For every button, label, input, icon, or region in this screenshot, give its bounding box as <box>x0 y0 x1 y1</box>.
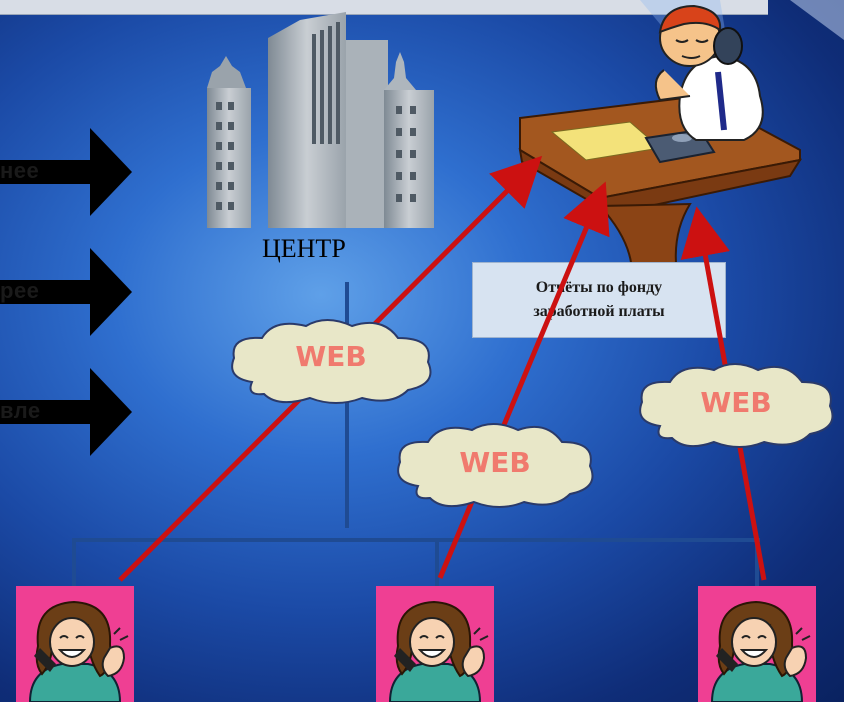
cloud-icon <box>397 423 594 508</box>
arrow-3 <box>0 368 132 456</box>
center-label: ЦЕНТР <box>262 234 346 263</box>
arrow-1 <box>0 128 132 216</box>
woman-on-phone-middle-icon <box>376 586 494 702</box>
arrow-label-2: рее <box>0 278 40 303</box>
payroll-reports-callout: Отчёты по фонду заработной платы <box>472 262 726 338</box>
arrow-label-3: вле <box>0 398 41 423</box>
arrow-label-1: нее <box>0 158 40 183</box>
woman-on-phone-left-icon <box>16 586 134 702</box>
web-label-right: WEB <box>700 386 772 419</box>
web-cloud-left: WEB <box>222 312 440 408</box>
callout-line-2: заработной платы <box>533 303 665 320</box>
cloud-icon <box>639 363 834 448</box>
top-bar <box>0 0 768 15</box>
web-cloud-middle: WEB <box>388 414 602 512</box>
web-cloud-right: WEB <box>630 356 842 452</box>
arrow-middle-to-desk <box>437 181 610 579</box>
cloud-icon <box>231 319 432 404</box>
web-label-left: WEB <box>295 340 367 373</box>
arrow-2 <box>0 248 132 336</box>
web-label-middle: WEB <box>459 446 531 479</box>
woman-on-phone-right-icon <box>698 586 816 702</box>
callout-line-1: Отчёты по фонду <box>535 279 663 296</box>
